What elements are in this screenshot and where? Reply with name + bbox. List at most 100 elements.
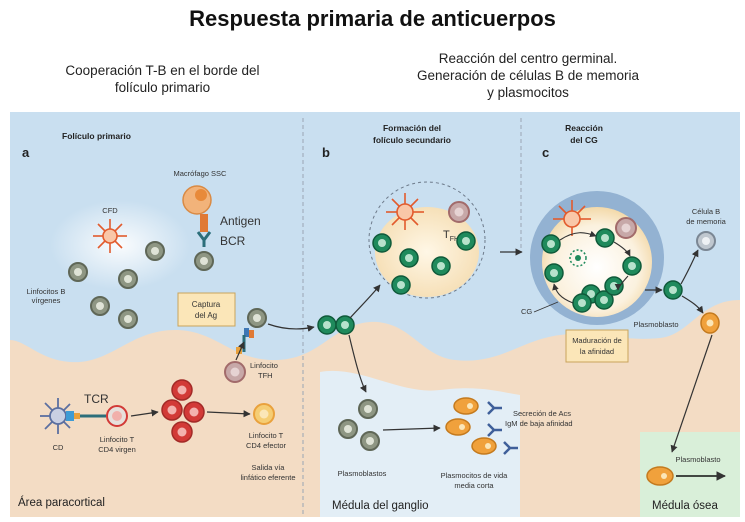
tfh-in-follicle — [448, 201, 470, 223]
secondary-follicle-boundary — [368, 181, 486, 299]
plasmoblastos-label: Plasmoblastos — [338, 469, 387, 478]
activated-b-cell — [335, 315, 355, 335]
antibodies — [487, 401, 518, 455]
mhc-complex — [66, 411, 74, 421]
naive-b-cells — [68, 241, 165, 329]
medula-osea-label: Médula ósea — [652, 500, 718, 512]
linfocitos-b-label-1: Linfocitos B — [27, 287, 66, 296]
left-header-line-2: folículo primario — [114, 80, 211, 95]
paracortical-label: Área paracortical — [18, 496, 105, 509]
activated-b-cell — [431, 256, 451, 276]
gc-b-cell — [594, 290, 614, 310]
ssc-macrophage — [182, 185, 212, 215]
gc-b-cell — [541, 234, 561, 254]
cd-label: CD — [53, 443, 64, 452]
plasmablast-right — [700, 312, 720, 334]
naive-t-cell — [106, 405, 128, 427]
bcr-shape — [196, 231, 212, 247]
bcr-label: BCR — [220, 234, 246, 248]
effector-t-cell — [161, 399, 183, 421]
secrecion-label-1: Secreción de Acs — [513, 409, 571, 418]
panel-b-title-1: Formación del — [383, 123, 441, 133]
plasmablast — [360, 431, 380, 451]
maduracion-label-2: la afinidad — [580, 347, 614, 356]
plasmocitos-label-2: media corta — [454, 481, 494, 490]
activated-b-cell — [391, 275, 411, 295]
panel-c-letter: c — [542, 145, 549, 160]
tfh-cell — [224, 361, 246, 383]
plasmocytes — [445, 397, 497, 455]
secrecion-label-2: IgM de baja afinidad — [505, 419, 573, 428]
effector-t-cell — [171, 379, 193, 401]
gc-b-cell — [572, 293, 592, 313]
apoptotic-cell — [569, 249, 587, 267]
plasmocyte — [453, 397, 479, 415]
activated-b-cell — [317, 315, 337, 335]
right-header: Reacción del centro germinal. Generación… — [378, 50, 678, 101]
bone-marrow-plasmablast — [646, 466, 674, 486]
effector-t-cell — [183, 401, 205, 423]
gc-b-cell — [622, 256, 642, 276]
plasmoblasto-right-label: Plasmoblasto — [633, 320, 678, 329]
panel-a-arrows — [130, 323, 315, 418]
captura-box — [177, 292, 236, 327]
tcr-label: TCR — [84, 392, 109, 406]
activated-b-cell — [456, 231, 476, 251]
cfd-label: CFD — [102, 206, 118, 215]
naive-b-cell — [68, 262, 88, 282]
cfd-cell — [93, 219, 127, 253]
gc-cycle-arrows — [552, 230, 631, 304]
tfh-label-2: TFH — [258, 371, 273, 380]
macrofago-label: Macrófago SSC — [174, 169, 228, 178]
panel-c-title-1: Reacción — [565, 123, 603, 133]
cg-label: CG — [521, 307, 532, 316]
t-virgen-label-2: CD4 virgen — [98, 445, 136, 454]
tfh-in-gc — [615, 217, 637, 239]
linfocitos-b-label-2: vírgenes — [32, 296, 61, 305]
memory-b-cell — [696, 231, 716, 251]
plasmocyte — [471, 437, 497, 455]
arrow-to-plasmocytes — [382, 424, 441, 432]
presented-antigen — [74, 413, 80, 419]
captura-label-1: Captura — [192, 300, 221, 309]
left-header: Cooperación T-B en el borde del folículo… — [30, 62, 295, 96]
plasmablasts — [338, 399, 380, 451]
left-header-line-1: Cooperación T-B en el borde del — [65, 63, 260, 78]
panel-b-letter: b — [322, 145, 330, 160]
salida-label-2: linfático eferente — [240, 473, 295, 482]
cg-pointer — [533, 301, 559, 313]
effector-t-cell — [171, 421, 193, 443]
right-header-line-2: Generación de células B de memoria — [416, 68, 640, 83]
gc-b-cell — [544, 263, 564, 283]
captura-label-2: del Ag — [195, 311, 217, 320]
main-title: Respuesta primaria de anticuerpos — [189, 6, 556, 31]
antigen-label: Antigen — [220, 214, 261, 228]
salida-label-1: Salida vía — [252, 463, 286, 472]
naive-b-cell — [118, 269, 138, 289]
plasmablast — [338, 419, 358, 439]
activated-b-cell — [372, 233, 392, 253]
fdc-in-gc — [553, 200, 591, 236]
antibody-y — [503, 441, 518, 455]
plasmoblasto-bottom-label: Plasmoblasto — [675, 455, 720, 464]
plasmablast — [358, 399, 378, 419]
maduracion-label-1: Maduración de — [572, 336, 622, 345]
t-efector-label-1: Linfocito T — [249, 431, 284, 440]
panel-c-arrows — [645, 249, 713, 453]
panel-a-letter: a — [22, 145, 30, 160]
effector-t-cd4 — [253, 403, 275, 425]
antigen-shape — [200, 214, 208, 232]
panel-b-title-2: folículo secundario — [373, 135, 451, 145]
fdc-in-follicle — [386, 193, 424, 230]
tfh-label-1: Linfocito — [250, 361, 278, 370]
follicle-b-cells — [372, 231, 476, 295]
naive-b-cell — [118, 309, 138, 329]
t-virgen-label-1: Linfocito T — [100, 435, 135, 444]
plasmocitos-label-1: Plasmocitos de vida — [441, 471, 509, 480]
gc-b-cells — [541, 228, 642, 313]
tfh-small-label: TFH — [443, 229, 459, 243]
right-header-line-3: y plasmocitos — [487, 85, 569, 100]
naive-b-cell — [90, 296, 110, 316]
b-cells-entering — [317, 315, 355, 335]
